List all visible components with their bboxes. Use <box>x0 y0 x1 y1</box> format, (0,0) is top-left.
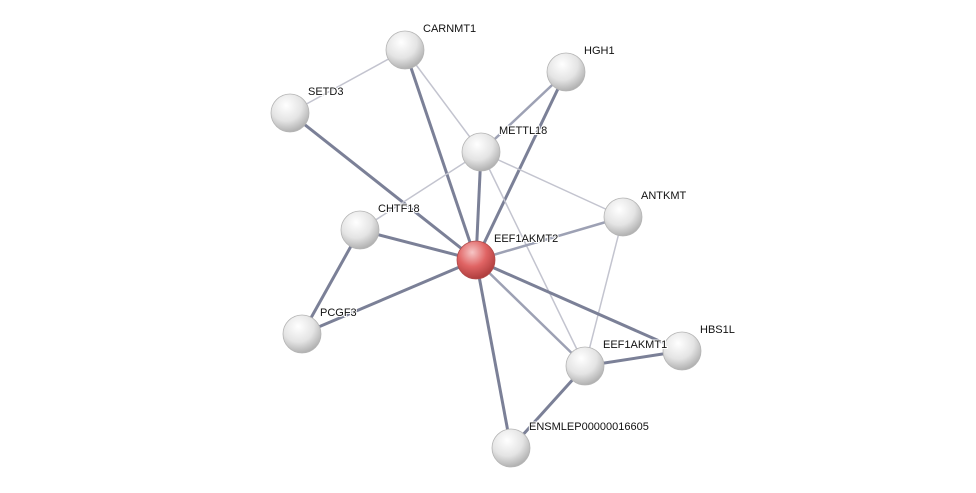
edge-hgh1-eef1akmt2[interactable] <box>474 71 568 261</box>
edge-hgh1-mettl18[interactable] <box>480 71 567 153</box>
node-circle[interactable] <box>282 314 322 354</box>
node-hbs1l[interactable]: HBS1L <box>662 323 736 371</box>
node-label: EEF1AKMT1 <box>603 339 667 351</box>
node-circle[interactable] <box>385 30 425 70</box>
node-carnmt1[interactable]: CARNMT1 <box>385 22 477 70</box>
node-label: HBS1L <box>700 324 735 336</box>
edge-chtf18-pcgf3[interactable] <box>300 229 362 335</box>
node-label: EEF1AKMT2 <box>494 233 558 245</box>
node-chtf18[interactable]: CHTF18 <box>340 202 421 250</box>
edge-antkmt-eef1akmt1[interactable] <box>584 216 624 367</box>
edge-carnmt1-setd3[interactable] <box>289 49 406 114</box>
edge-chtf18-eef1akmt2[interactable] <box>359 228 477 262</box>
node-ensmlep00000016605[interactable]: ENSMLEP00000016605 <box>491 420 650 468</box>
node-label: ENSMLEP00000016605 <box>529 421 649 433</box>
node-label: HGH1 <box>584 45 615 57</box>
node-circle[interactable] <box>565 346 605 386</box>
node-eef1akmt1[interactable]: EEF1AKMT1 <box>565 338 668 386</box>
node-hgh1[interactable]: HGH1 <box>546 44 616 92</box>
edge-eef1akmt2-hbs1l[interactable] <box>475 258 683 353</box>
node-pcgf3[interactable]: PCGF3 <box>282 306 358 354</box>
node-circle[interactable] <box>340 210 380 250</box>
node-circle[interactable] <box>461 132 501 172</box>
node-antkmt[interactable]: ANTKMT <box>603 189 688 237</box>
edge-eef1akmt2-eef1akmt1[interactable] <box>475 259 586 367</box>
node-circle[interactable] <box>603 197 643 237</box>
node-label: METTL18 <box>499 125 547 137</box>
edge-carnmt1-mettl18[interactable] <box>404 49 482 153</box>
edge-mettl18-antkmt[interactable] <box>480 151 624 218</box>
node-label: PCGF3 <box>320 307 357 319</box>
node-mettl18[interactable]: METTL18 <box>461 124 548 172</box>
edge-antkmt-eef1akmt2[interactable] <box>475 215 624 262</box>
node-circle[interactable] <box>546 52 586 92</box>
node-circle[interactable] <box>270 93 310 133</box>
node-eef1akmt2[interactable]: EEF1AKMT2 <box>456 232 559 280</box>
edge-mettl18-chtf18[interactable] <box>359 151 482 231</box>
node-setd3[interactable]: SETD3 <box>270 85 344 133</box>
node-circle[interactable] <box>491 428 531 468</box>
node-circle[interactable] <box>662 331 702 371</box>
node-label: CHTF18 <box>378 203 420 215</box>
node-label: ANTKMT <box>641 190 687 202</box>
node-label: CARNMT1 <box>423 23 476 35</box>
node-circle[interactable] <box>456 240 496 280</box>
edge-setd3-eef1akmt2[interactable] <box>289 111 477 262</box>
edge-pcgf3-eef1akmt2[interactable] <box>301 258 477 336</box>
edge-mettl18-eef1akmt1[interactable] <box>480 151 586 367</box>
edge-carnmt1-eef1akmt2[interactable] <box>403 49 478 261</box>
edge-eef1akmt2-ensmlep00000016605[interactable] <box>474 259 513 449</box>
edges-layer <box>289 49 683 450</box>
node-label: SETD3 <box>308 86 343 98</box>
